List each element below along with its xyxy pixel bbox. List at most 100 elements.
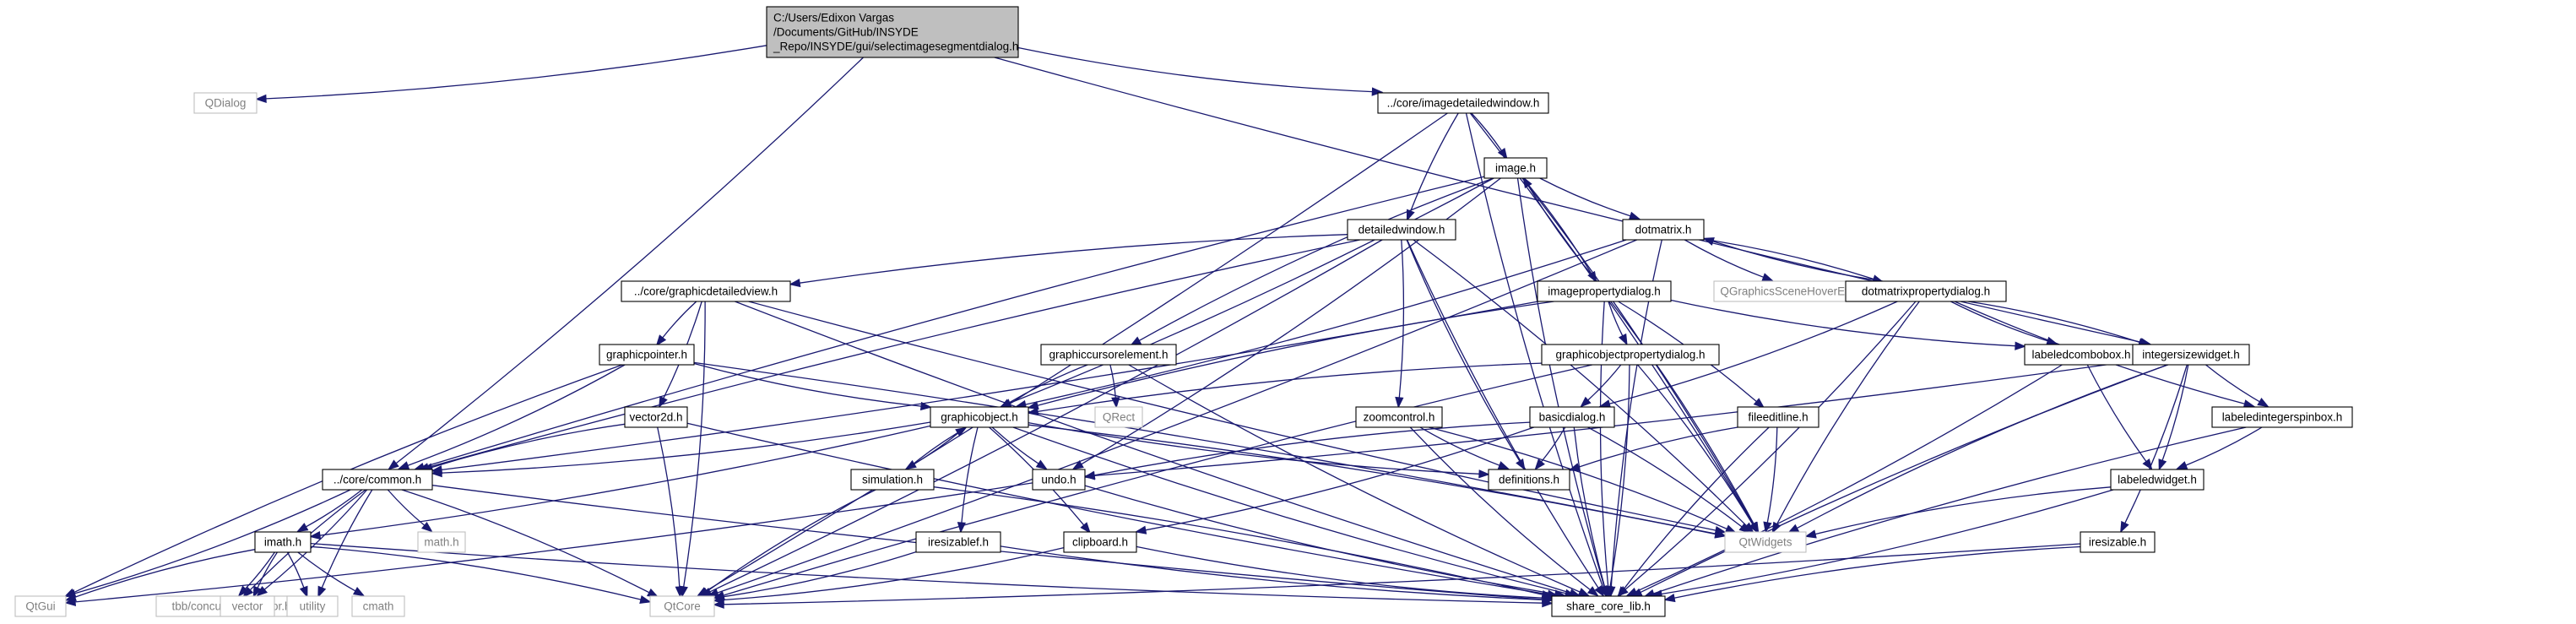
edge-arrowhead — [1130, 336, 1142, 346]
edge-integersizewidget-to-iresizable — [2120, 364, 2188, 534]
edge-detailedwindow-to-qtcore — [700, 239, 1383, 597]
node-root[interactable]: C:/Users/Edixon Vargas/Documents/GitHub/… — [766, 6, 1019, 58]
node-iresizable[interactable]: iresizable.h — [2080, 531, 2156, 553]
edge-line — [709, 239, 1383, 593]
node-graphicpointer[interactable]: graphicpointer.h — [599, 344, 695, 366]
edge-line — [1037, 301, 1554, 406]
edge-arrowhead — [1497, 148, 1508, 160]
node-image[interactable]: image.h — [1483, 157, 1548, 179]
edge-arrowhead — [1035, 459, 1048, 470]
edge-integersizewidget-to-qtwidgets — [1787, 364, 2169, 534]
node-label: imagepropertydialog.h — [1548, 285, 1661, 297]
edge-line — [662, 301, 697, 339]
edge-line — [1640, 364, 2168, 594]
node-labeledcombobox[interactable]: labeledcombobox.h — [2024, 344, 2139, 366]
edge-line — [1673, 545, 2081, 599]
edge-iresizable-to-share_core_lib — [1663, 545, 2081, 603]
edge-arrowhead — [64, 593, 77, 601]
node-graphiccursorelement[interactable]: graphiccursorelement.h — [1040, 344, 1177, 366]
edge-graphicdetailedview-to-graphicpointer — [655, 301, 697, 347]
node-integersizewidget[interactable]: integersizewidget.h — [2132, 344, 2250, 366]
node-dotmatrixpropertydialog[interactable]: dotmatrixpropertydialog.h — [1845, 280, 2007, 302]
node-label: ../core/graphicdetailedview.h — [634, 285, 778, 297]
edge-image-to-share_core_lib — [1516, 177, 1608, 598]
node-common[interactable]: ../core/common.h — [322, 469, 433, 491]
edge-line — [297, 551, 356, 592]
edge-arrowhead — [2142, 459, 2153, 470]
edge-arrowhead — [655, 334, 667, 347]
edge-arrowhead — [255, 94, 267, 104]
edge-line — [2086, 364, 2147, 462]
edge-arrowhead — [420, 521, 433, 533]
node-iresizablef[interactable]: iresizablef.h — [915, 531, 1001, 553]
edge-line — [1578, 426, 1738, 468]
edge-basicdialog-to-qtwidgets — [1587, 426, 1751, 534]
edge-zoomcontrol-to-definitions — [1419, 426, 1510, 469]
node-basicdialog[interactable]: basicdialog.h — [1529, 406, 1615, 428]
node-box — [1377, 92, 1549, 114]
node-cmath: cmath — [351, 595, 405, 617]
node-label: fileeditline.h — [1748, 410, 1808, 423]
edge-arrowhead — [309, 530, 322, 540]
node-vector2d[interactable]: vector2d.h — [624, 406, 688, 428]
node-simulation[interactable]: simulation.h — [850, 469, 935, 491]
node-qdialog: QDialog — [193, 92, 258, 114]
edge-graphicobjectpropertydialog-to-qtcore — [713, 364, 1592, 600]
node-label: graphiccursorelement.h — [1049, 348, 1168, 361]
node-layer: C:/Users/Edixon Vargas/Documents/GitHub/… — [14, 6, 2353, 617]
node-box — [1724, 531, 1807, 553]
node-graphicdetailedview[interactable]: ../core/graphicdetailedview.h — [621, 280, 791, 302]
edge-line — [961, 426, 979, 524]
node-graphicobjectpropertydialog[interactable]: graphicobjectpropertydialog.h — [1541, 344, 1720, 366]
node-label: ../core/common.h — [334, 473, 421, 486]
node-label: vector2d.h — [629, 410, 682, 423]
node-labeledwidget[interactable]: labeledwidget.h — [2110, 469, 2205, 491]
edge-fileeditline-to-qtwidgets — [1763, 426, 1778, 534]
edge-line — [1465, 112, 1604, 588]
edge-line — [257, 551, 278, 589]
edge-arrowhead — [256, 585, 268, 597]
node-dotmatrix[interactable]: dotmatrix.h — [1622, 219, 1705, 241]
node-imath[interactable]: imath.h — [254, 531, 312, 553]
edge-line — [2124, 364, 2188, 524]
node-graphicobject[interactable]: graphicobject.h — [930, 406, 1029, 428]
edge-line — [310, 545, 642, 600]
node-label: QGraphicsSceneHoverEvent — [1720, 285, 1867, 297]
node-box — [2110, 469, 2205, 491]
edge-line — [723, 543, 2081, 605]
edge-imagepropertydialog-to-graphicobject — [1027, 301, 1554, 410]
node-box — [286, 595, 339, 617]
edge-line — [1000, 545, 1543, 600]
node-fileeditline[interactable]: fileeditline.h — [1737, 406, 1819, 428]
edge-fileeditline-to-definitions — [1568, 426, 1738, 471]
edge-line — [1136, 545, 1543, 599]
node-label: graphicpointer.h — [606, 348, 687, 361]
node-imagedetailedwindow[interactable]: ../core/imagedetailedwindow.h — [1377, 92, 1549, 114]
node-definitions[interactable]: definitions.h — [1488, 469, 1570, 491]
edge-graphicobject-to-imath — [309, 425, 931, 540]
node-label: imath.h — [264, 535, 301, 548]
edge-graphicobjectpropertydialog-to-graphicobject — [1027, 362, 1543, 416]
edge-line — [1407, 239, 1599, 589]
edge-line — [1776, 301, 1920, 525]
edge-graphicobjectpropertydialog-to-qtwidgets — [1637, 364, 1759, 534]
edge-line — [723, 546, 1065, 601]
node-share_core_lib[interactable]: share_core_lib.h — [1551, 595, 1666, 617]
edge-arrowhead — [1702, 237, 1715, 246]
edge-imagedetailedwindow-to-image — [1471, 112, 1508, 160]
edge-arrowhead — [2158, 459, 2167, 471]
edge-arrowhead — [789, 278, 801, 288]
edge-line — [1012, 426, 1566, 594]
edge-arrowhead — [1586, 586, 1599, 597]
node-imagepropertydialog[interactable]: imagepropertydialog.h — [1537, 280, 1672, 302]
node-zoomcontrol[interactable]: zoomcontrol.h — [1355, 406, 1443, 428]
node-undo[interactable]: undo.h — [1032, 469, 1086, 491]
edge-imath-to-qtgui — [64, 549, 256, 601]
node-clipboard[interactable]: clipboard.h — [1063, 531, 1137, 553]
node-label: iresizablef.h — [928, 535, 989, 548]
node-box — [624, 406, 688, 428]
edge-line — [263, 489, 368, 590]
node-labeledintegerspinbox[interactable]: labeledintegerspinbox.h — [2211, 406, 2353, 428]
edge-arrowhead — [1071, 460, 1084, 470]
node-detailedwindow[interactable]: detailedwindow.h — [1347, 219, 1456, 241]
